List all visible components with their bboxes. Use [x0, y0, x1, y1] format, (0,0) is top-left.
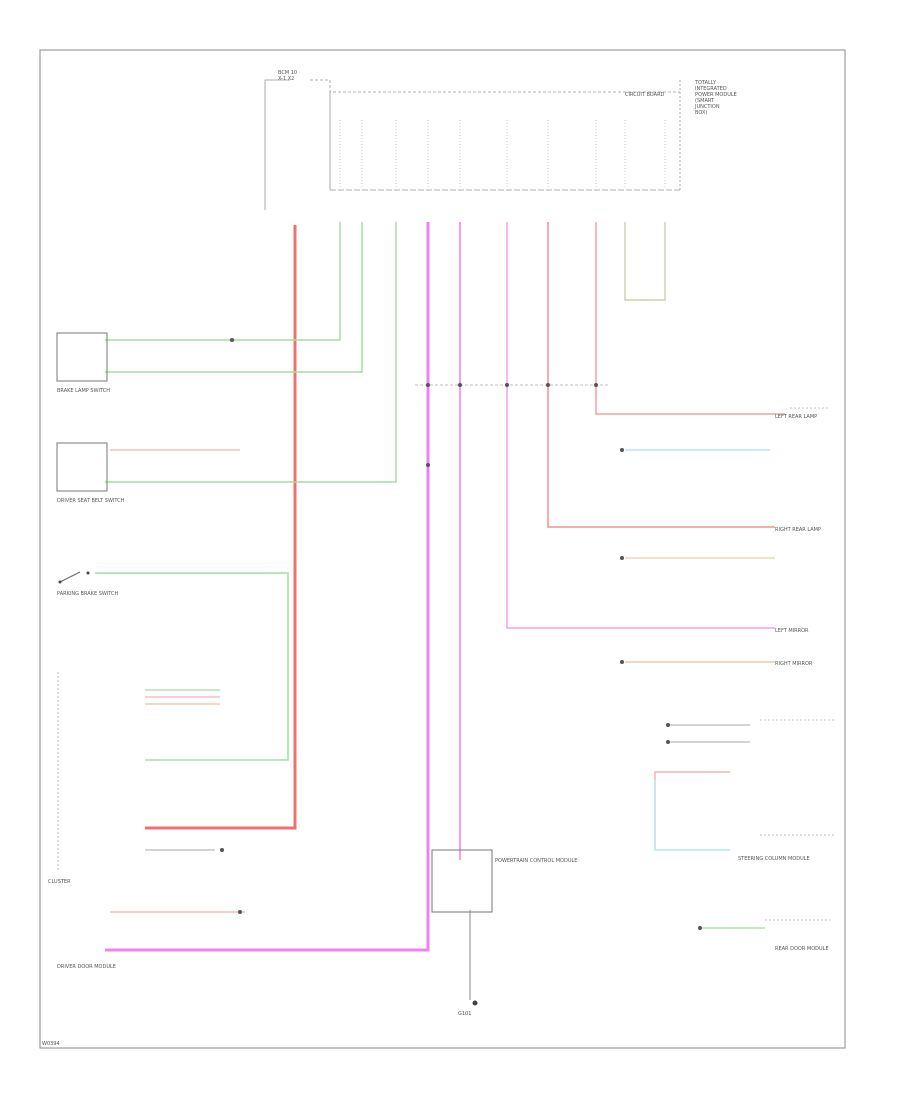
green-wire-2: [105, 222, 363, 373]
footer-code: W0394: [42, 1041, 60, 1047]
red-wire-main: [145, 225, 297, 830]
green-wire-4: [95, 572, 289, 761]
left-label-3: CLUSTER: [48, 879, 71, 885]
right-label-4: STEERING COLUMN MODULE: [738, 856, 810, 862]
right-label-3: RIGHT MIRROR: [775, 661, 813, 667]
component-labels: BRAKE LAMP SWITCH DRIVER SEAT BELT SWITC…: [42, 388, 829, 1047]
green-wire-3: [105, 222, 397, 483]
left-label-0: BRAKE LAMP SWITCH: [57, 388, 110, 394]
right-label-0: LEFT REAR LAMP: [775, 414, 817, 420]
left-label-1: DRIVER SEAT BELT SWITCH: [57, 498, 125, 504]
red-wire-right-2: [547, 222, 775, 528]
circuit-board-label: CIRCUIT BOARD: [625, 92, 665, 98]
right-label-1: RIGHT REAR LAMP: [775, 527, 821, 533]
left-label-2: PARKING BRAKE SWITCH: [57, 591, 119, 597]
parking-brake-switch-icon: [58, 571, 90, 584]
left-component-boxes: [56, 332, 493, 913]
right-label-2: LEFT MIRROR: [775, 628, 809, 634]
ground-label: G101: [458, 1011, 471, 1017]
magenta-wire-right-3: [506, 222, 775, 629]
left-label-4: DRIVER DOOR MODULE: [57, 964, 116, 970]
center-module-label: POWERTRAIN CONTROL MODULE: [495, 858, 577, 864]
pink-wire-right-1: [595, 222, 785, 415]
ground-icon: [472, 1000, 478, 1006]
magenta-wire-main: [105, 222, 430, 952]
right-label-5: REAR DOOR MODULE: [775, 946, 829, 952]
diagram-frame: [39, 49, 846, 1049]
green-wire-1: [105, 222, 341, 341]
